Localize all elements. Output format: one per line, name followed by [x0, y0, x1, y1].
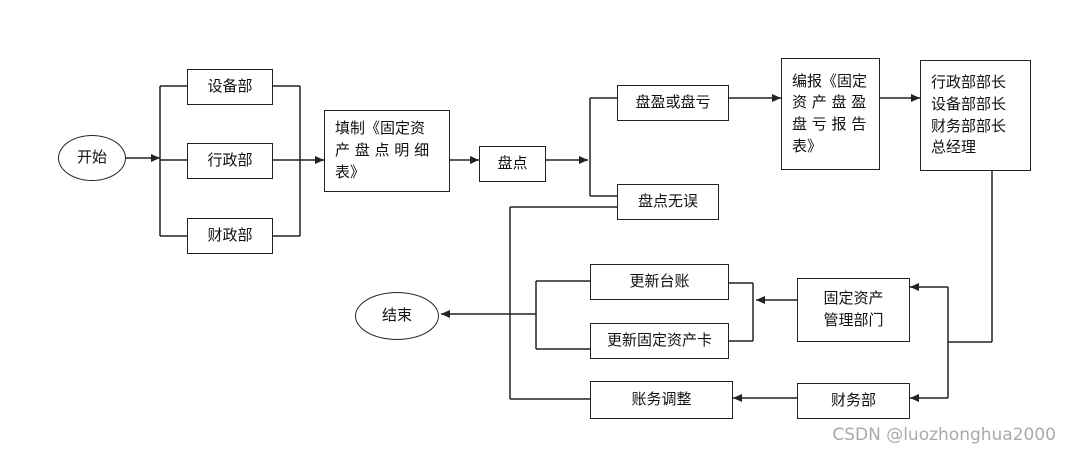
finance-dept-box: 财务部	[797, 383, 910, 419]
adjust-box: 账务调整	[590, 381, 733, 419]
inventory-box: 盘点	[479, 146, 546, 182]
dept-equipment-box: 设备部	[187, 69, 273, 105]
dept-admin-box: 行政部	[187, 143, 273, 179]
fa-dept-box: 固定资产 管理部门	[797, 278, 910, 342]
update-card-box: 更新固定资产卡	[590, 323, 729, 359]
surplus-deficit-box: 盘盈或盘亏	[617, 85, 729, 121]
start-node: 开始	[58, 135, 126, 181]
no-error-box: 盘点无误	[617, 184, 719, 220]
end-node: 结束	[355, 292, 439, 340]
managers-box: 行政部部长 设备部部长 财务部部长 总经理	[920, 60, 1031, 171]
watermark: CSDN @luozhonghua2000	[832, 425, 1056, 445]
report-box: 编报《固定 资 产 盘 盈 盘 亏 报 告 表》	[781, 58, 880, 170]
update-ledger-box: 更新台账	[590, 264, 729, 300]
fill-form-box: 填制《固定资 产 盘 点 明 细 表》	[324, 110, 450, 192]
dept-finance-box: 财政部	[187, 218, 273, 254]
